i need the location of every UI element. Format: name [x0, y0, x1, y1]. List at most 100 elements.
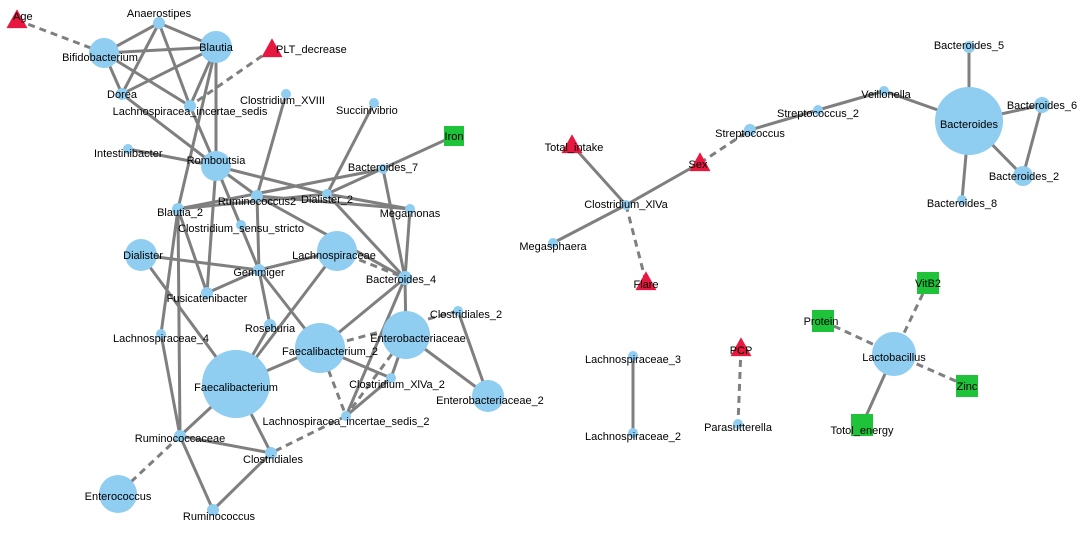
node-blautia: [200, 31, 232, 63]
edge-ruminococcaceae-enterococcus: [116, 434, 182, 496]
node-label-clostridium-xlva-2: Clostridium_XlVa_2: [349, 379, 445, 391]
node-fusicatenibacter: [201, 287, 213, 299]
node-lachnospiraceae-2: [628, 428, 638, 438]
node-label-clostridium-sensu-stricto: Clostridium_sensu_stricto: [178, 223, 304, 235]
node-clostridium-xviii: [281, 89, 291, 99]
node-clostridium-xlva-2: [386, 373, 396, 383]
node-parasutterella: [733, 419, 743, 429]
edge-pcp-parasutterella: [736, 347, 743, 425]
edge-bacteroides-6-bacteroides-2: [1021, 104, 1044, 177]
edge-blautia-2-fusicatenibacter: [176, 208, 209, 294]
node-label-lactobacillus: Lactobacillus: [862, 352, 926, 364]
node-enterobacteriaceae-2: [472, 380, 504, 412]
node-layer: [6, 9, 1050, 516]
node-label-bacteroides: Bacteroides: [940, 119, 999, 131]
node-label-gemmiger: Gemmiger: [233, 267, 285, 279]
edge-total-intake-clostridium-xlva: [570, 143, 628, 207]
node-clostridiales: [265, 447, 277, 459]
node-romboutsia: [201, 151, 231, 181]
node-label-blautia: Blautia: [199, 42, 234, 54]
node-lachnospiraceae: [317, 231, 357, 271]
node-label-lachnospiraceae-4: Lachnospiraceae_4: [113, 333, 209, 345]
node-lachnospiracea-incertae-sedis-2: [341, 411, 351, 421]
edge-ruminococcaceae-clostridiales: [179, 434, 272, 455]
node-clostridium-sensu-stricto: [236, 220, 246, 230]
node-plt-decrease: [261, 38, 283, 58]
edge-romboutsia-fusicatenibacter: [205, 165, 218, 294]
edge-dialister-gemmiger: [140, 253, 260, 272]
node-label-enterococcus: Enterococcus: [85, 491, 152, 503]
node-label-dialister: Dialister: [123, 250, 163, 262]
edge-bacteroides-4-lachno-is-2: [344, 277, 407, 417]
node-faecalibacterium: [202, 350, 270, 418]
node-sex: [689, 152, 711, 172]
edge-dialister-2-megamonas: [326, 192, 411, 211]
node-label-lachnospiraceae: Lachnospiraceae: [292, 250, 376, 262]
node-total-intake: [561, 134, 583, 154]
node-label-totol-energy: Totol_energy: [831, 425, 894, 437]
node-pcp: [730, 337, 752, 357]
node-label-total-intake: Total_intake: [545, 142, 604, 154]
edge-blautia-blautia-2: [176, 46, 218, 210]
node-label-ruminococcaceae: Ruminococcaceae: [135, 433, 226, 445]
node-label-flare: Flare: [633, 279, 658, 291]
node-label-faecalibacterium-2: Faecalibacterium_2: [282, 346, 378, 358]
node-label-roseburia: Roseburia: [245, 323, 296, 335]
node-zinc: [956, 375, 978, 397]
node-label-clostridium-xviii: Clostridium_XVIII: [240, 95, 325, 107]
node-label-bacteroides-2: Bacteroides_2: [989, 171, 1059, 183]
node-label-dorea: Dorea: [107, 89, 138, 101]
node-enterococcus: [99, 475, 137, 513]
node-label-blautia-2: Blautia_2: [157, 207, 203, 219]
edge-blautia-2-bacteroides-7: [177, 167, 384, 211]
edge-streptococcus-2-veillonella: [817, 89, 885, 112]
node-label-lachnospiraceae-2: Lachnospiraceae_2: [585, 431, 681, 443]
edge-clostridium-xlva-flare: [624, 204, 648, 283]
node-faecalibacterium-2: [295, 323, 345, 373]
node-label-enterobacteriaceae: Enterobacteriaceae: [370, 333, 465, 345]
edge-dialister-2-bacteroides-4: [325, 192, 407, 280]
edge-ruminococcus2-gemmiger: [255, 195, 261, 271]
node-dorea: [116, 88, 128, 100]
node-label-clostridiales: Clostridiales: [243, 454, 303, 466]
node-bacteroides: [935, 87, 1003, 155]
edge-gemmiger-roseburia: [257, 269, 272, 326]
edge-bifidobacterium-blautia: [103, 45, 217, 55]
node-label-pcp: PCP: [730, 345, 753, 357]
node-ruminococcaceae: [174, 430, 186, 442]
node-label-vitb2: VitB2: [915, 278, 941, 290]
node-intestinibacter: [123, 144, 133, 154]
node-flare: [635, 271, 657, 291]
node-clostridiales-2: [453, 306, 463, 316]
node-label-ruminococcus: Ruminococcus: [183, 511, 256, 523]
edge-iron-dialister-2: [326, 134, 455, 196]
node-label-bacteroides-5: Bacteroides_5: [934, 40, 1004, 52]
node-bifidobacterium: [89, 38, 119, 68]
node-label-romboutsia: Romboutsia: [187, 155, 247, 167]
node-lactobacillus: [872, 332, 916, 376]
edge-lachnospiraceae-4-ruminococcaceae: [159, 333, 182, 437]
edge-anaerostipes-dorea: [120, 22, 161, 95]
node-totol-energy: [851, 414, 873, 436]
edge-megasphaera-clostridium-xlva: [552, 203, 627, 245]
edge-sex-streptococcus: [699, 128, 751, 165]
node-label-succinivibrio: Succinivibrio: [336, 105, 398, 117]
node-label-megamonas: Megamonas: [380, 208, 441, 220]
node-label-megasphaera: Megasphaera: [519, 241, 587, 253]
node-streptococcus: [744, 124, 756, 136]
node-label-dialister-2: Dialister_2: [301, 194, 353, 206]
node-label-lachnospiracea-incertae-sedis-2: Lachnospiracea_incertae_sedis_2: [263, 416, 430, 428]
edge-plt-decrease-lachno-is: [189, 47, 273, 108]
node-bacteroides-7: [378, 164, 388, 174]
node-label-bacteroides-4: Bacteroides_4: [366, 274, 436, 286]
edge-megamonas-bacteroides-4: [403, 208, 412, 279]
node-label-bacteroides-8: Bacteroides_8: [927, 198, 997, 210]
node-succinivibrio: [369, 98, 379, 108]
node-label-parasutterella: Parasutterella: [704, 422, 773, 434]
node-label-clostridium-xlva: Clostridium_XlVa: [584, 199, 668, 211]
edge-streptococcus-streptococcus-2: [749, 108, 819, 132]
node-bacteroides-5: [963, 41, 975, 53]
node-label-iron: Iron: [445, 131, 464, 143]
node-lachnospiraceae-3: [628, 351, 638, 361]
node-label-bacteroides-6: Bacteroides_6: [1007, 100, 1077, 112]
